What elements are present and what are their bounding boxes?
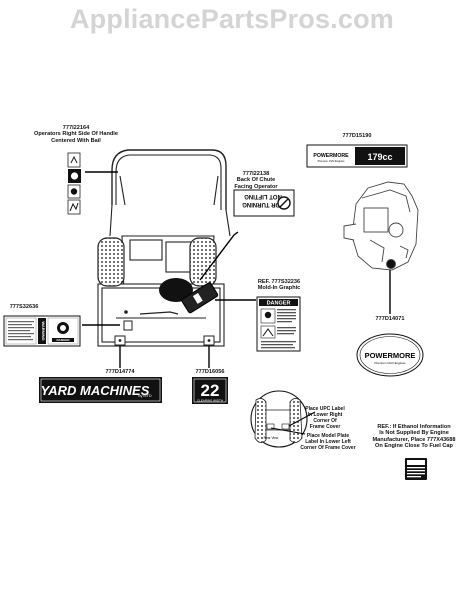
cc-text: 179cc [367, 152, 392, 162]
watermark: AppliancePartsPros.com [69, 4, 394, 34]
engine-decal-part: 777D15190 [342, 133, 372, 139]
frame-label-mark [123, 320, 133, 331]
rear-view-inset: Rear View [250, 390, 308, 448]
width-decal-part: 777D16056 [195, 369, 225, 375]
chute-assembly [159, 278, 219, 314]
engine-decal-callout: 777D15190 [332, 133, 382, 139]
powermore-text-small: POWERMORE [313, 153, 349, 159]
left-warning-part: 777S32636 [9, 304, 39, 310]
left-warning-callout: 777S32636 [4, 304, 44, 310]
handle-decal-line-1: Operators Right Side Of Handle [34, 131, 118, 138]
yard-machines-decal: YARD MACHINES by MTD [39, 377, 162, 403]
handle-decal-stack [67, 152, 81, 215]
upc-label-note: Place UPC Label In Lower Right Corner Of… [305, 406, 345, 430]
engine-shroud-callout: 777D14071 [362, 316, 418, 322]
yard-machines-callout: 777D14774 [100, 369, 140, 375]
width-decal-callout: 777D16056 [190, 369, 230, 375]
left-warning-label: WARNING DANGER [3, 315, 81, 347]
leader-lines [82, 171, 391, 368]
powermore-oval-text: POWERMORE [365, 351, 416, 360]
chute-decal: FOR TURNING NOT LIFTING [233, 189, 295, 217]
yard-machines-part: 777D14774 [105, 369, 135, 375]
ethanol-note: REF.: If Ethanol Information Is Not Supp… [372, 424, 456, 450]
engine-shroud-part: 777D14071 [375, 316, 405, 322]
chute-decal-line-1: Back Of Chute [236, 177, 276, 184]
clearing-width-decal: 22 CLEARING WIDTH [192, 377, 228, 404]
danger-label-line-1: Mold-In Graphic [257, 285, 301, 292]
left-label-danger: DANGER [56, 338, 70, 342]
chute-warning-line-2: NOT LIFTING [244, 193, 282, 199]
rear-view-leaders [270, 411, 316, 435]
chute-decal-callout: 777I22138 Back Of Chute Facing Operator [216, 171, 296, 190]
powermore-oval-sub: Premium OHV Engines [374, 361, 406, 365]
engine-drawing [343, 181, 419, 271]
handle-decal-line-2: Centered With Bail [51, 137, 101, 144]
ethanol-decal [405, 458, 427, 480]
width-number: 22 [201, 381, 220, 400]
danger-label-part: REF. 777S32236 [257, 279, 301, 285]
chute-decal-part: 777I22138 [242, 171, 270, 177]
danger-label-callout: REF. 777S32236 Mold-In Graphic [247, 279, 311, 292]
powermore-sub-small: Premium OHV Engines [318, 159, 346, 163]
right-wheel [189, 237, 217, 287]
powermore-oval-decal: POWERMORE Premium OHV Engines [356, 333, 424, 377]
engine-decal: POWERMORE Premium OHV Engines 179cc [306, 144, 408, 168]
chute-decal-line-2: Facing Operator [234, 183, 278, 190]
width-caption: CLEARING WIDTH [197, 399, 223, 403]
chute-warning-line-1: FOR TURNING [242, 201, 284, 207]
by-mtd-text: by MTD [138, 394, 152, 398]
yard-machines-text: YARD MACHINES [41, 383, 150, 398]
handle-decal-callout: 777I22164 Operators Right Side Of Handle… [28, 125, 124, 144]
left-wheel [97, 237, 125, 287]
left-label-warning: WARNING [41, 321, 46, 340]
model-plate-note: Place Model Plate Label In Lower Left Co… [300, 433, 356, 451]
rear-view-label: Rear View [264, 436, 279, 440]
handle-decal-part: 777I22164 [62, 125, 90, 131]
danger-label: DANGER [256, 296, 301, 352]
danger-label-title: DANGER [267, 301, 291, 307]
